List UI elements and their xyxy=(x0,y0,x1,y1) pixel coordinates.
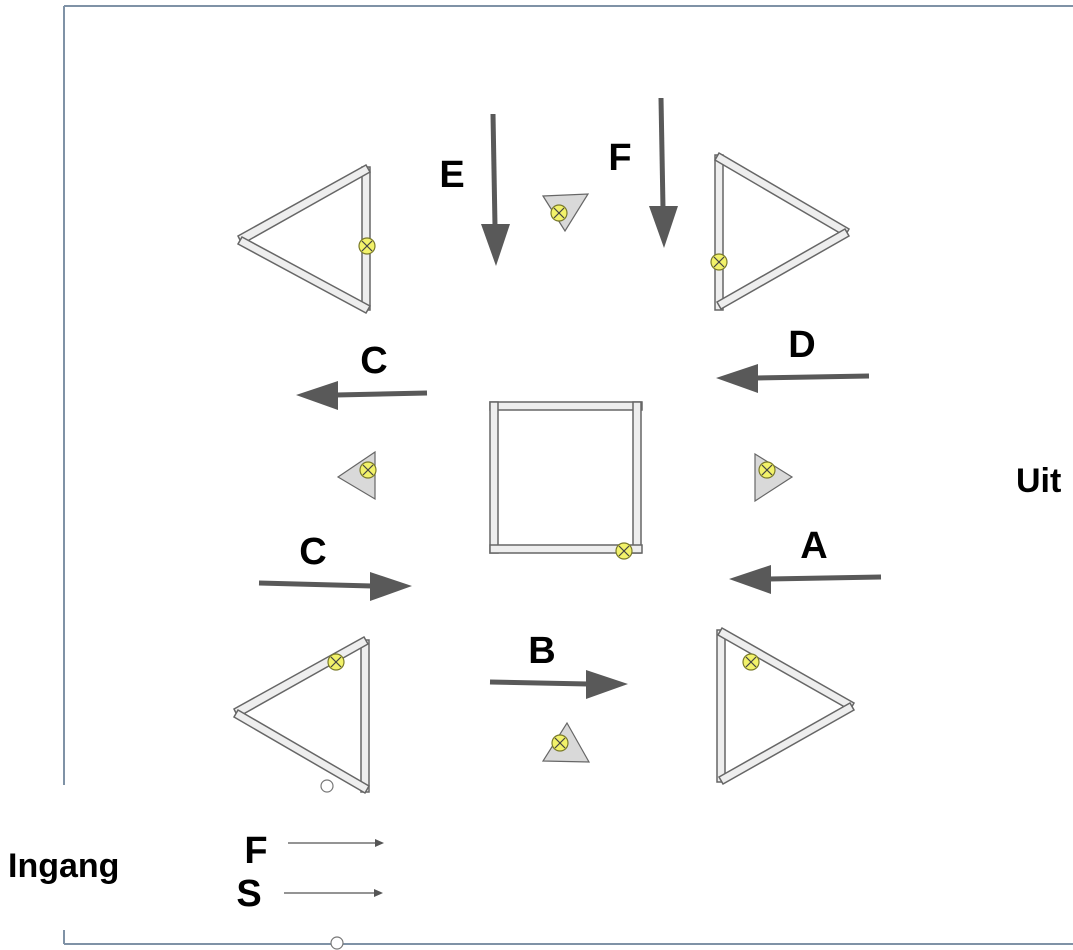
triangle-light-icon xyxy=(541,193,590,233)
label-arrow-f: F xyxy=(608,137,631,179)
label-ingang: Ingang xyxy=(8,847,119,885)
crossed-circle-icon xyxy=(327,653,345,671)
label-arrow-d: D xyxy=(788,324,815,366)
arrow-c-top xyxy=(296,381,428,410)
obstacle-square-center xyxy=(489,401,643,560)
crossed-circle-icon xyxy=(742,653,760,671)
label-uit: Uit xyxy=(1016,462,1061,500)
beam xyxy=(716,629,726,783)
beam xyxy=(489,401,643,411)
beam xyxy=(237,163,372,246)
arrow-d xyxy=(716,364,870,393)
beam xyxy=(717,701,856,786)
legend-arrow-s xyxy=(284,889,383,897)
post-marker xyxy=(330,936,344,950)
beam xyxy=(360,639,370,793)
beam xyxy=(716,626,856,712)
beam xyxy=(236,235,372,315)
triangle-light-icon xyxy=(541,721,591,763)
beam xyxy=(714,154,724,311)
arrow-c-bottom xyxy=(258,572,412,601)
obstacle-triangle-top-left xyxy=(236,163,376,315)
beam xyxy=(632,401,642,554)
beam xyxy=(233,635,370,719)
legend-label-f: F xyxy=(244,830,267,872)
triangle-light-icon xyxy=(336,450,377,501)
beam xyxy=(232,708,371,795)
obstacle-triangle-bottom-left xyxy=(232,635,371,795)
legend-label-s: S xyxy=(236,873,261,915)
arrow-a xyxy=(729,565,882,594)
label-arrow-a: A xyxy=(800,525,827,567)
crossed-circle-icon xyxy=(358,237,376,255)
arena-border xyxy=(63,5,1073,945)
beam xyxy=(715,227,851,311)
label-arrow-b: B xyxy=(528,630,555,672)
beam xyxy=(713,151,851,238)
label-arrow-e: E xyxy=(439,154,464,196)
beam xyxy=(489,544,643,554)
legend-arrow-f xyxy=(288,839,384,847)
arrow-b xyxy=(489,670,628,699)
post-marker xyxy=(320,779,334,793)
crossed-circle-icon xyxy=(615,542,633,560)
crossed-circle-icon xyxy=(710,253,728,271)
label-arrow-c-bottom: C xyxy=(299,531,326,573)
arrow-e xyxy=(481,113,510,266)
obstacle-triangle-top-right xyxy=(710,151,851,311)
obstacle-triangle-bottom-right xyxy=(716,626,856,786)
arrow-f xyxy=(649,97,678,248)
beam xyxy=(489,401,499,554)
label-arrow-c-top: C xyxy=(360,340,387,382)
triangle-light-icon xyxy=(754,452,794,503)
